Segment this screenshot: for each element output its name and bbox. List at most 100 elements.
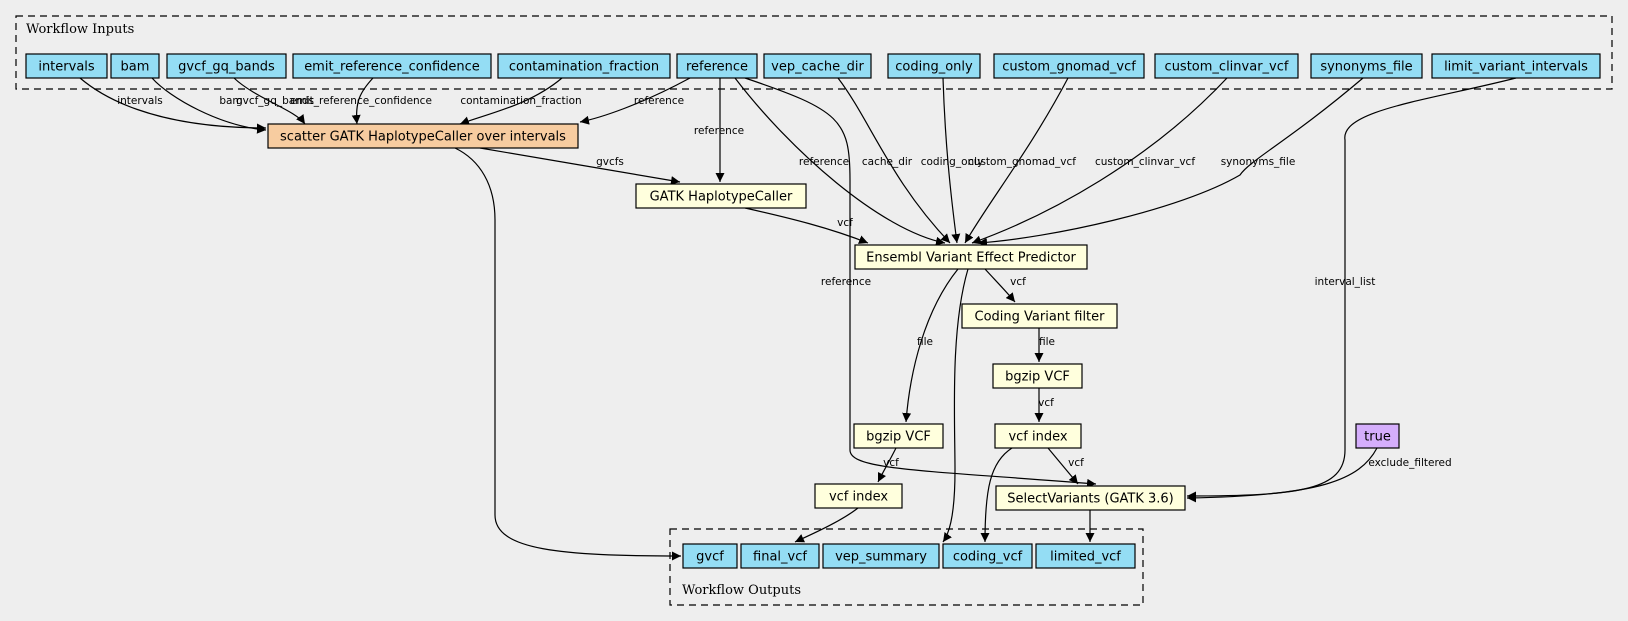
edge-label: vcf (837, 217, 853, 229)
node-box[interactable] (25, 53, 108, 79)
output-node-limited-vcf[interactable]: limited_vcf (1035, 543, 1136, 569)
output-node-coding-vcf[interactable]: coding_vcf (942, 543, 1033, 569)
input-node-reference[interactable]: reference (676, 53, 758, 79)
node-box[interactable] (267, 123, 579, 149)
edge-label: contamination_fraction (460, 95, 581, 107)
node-label: bgzip VCF (866, 430, 931, 445)
edge-line (1047, 447, 1079, 485)
step-node-bgzip-left[interactable]: bgzip VCF (853, 423, 944, 449)
edge-bgzip_right-to-index_right: vcf (1034, 388, 1054, 422)
node-box[interactable] (992, 363, 1083, 389)
input-node-gvcf-gq-bands[interactable]: gvcf_gq_bands (166, 53, 287, 79)
node-box[interactable] (995, 485, 1186, 511)
node-box[interactable] (1035, 543, 1136, 569)
node-box[interactable] (942, 543, 1033, 569)
step-node-index-left[interactable]: vcf index (814, 483, 903, 509)
edge-label: reference (694, 125, 744, 137)
step-node-gatk-hc[interactable]: GATK HaplotypeCaller (635, 183, 807, 209)
edge-label: vcf (883, 457, 899, 469)
node-box[interactable] (1431, 53, 1601, 79)
node-box[interactable] (497, 53, 671, 79)
output-node-vep-summary[interactable]: vep_summary (822, 543, 940, 569)
edge-label: file (1039, 336, 1055, 348)
edge-label: file (917, 336, 933, 348)
node-box[interactable] (676, 53, 758, 79)
step-node-coding-filter[interactable]: Coding Variant filter (961, 303, 1118, 329)
node-box[interactable] (853, 423, 944, 449)
node-box[interactable] (961, 303, 1118, 329)
node-box[interactable] (822, 543, 940, 569)
edge-bgzip_left-to-index_left: vcf (877, 447, 899, 483)
edge-custom_clinvar_vcf-to-vep: custom_clinvar_vcf (971, 77, 1228, 245)
node-box[interactable] (166, 53, 287, 79)
edge-index_right-to-coding_vcf (980, 447, 1013, 543)
step-node-true-const[interactable]: true (1355, 423, 1400, 449)
edge-label: gvcfs (596, 156, 624, 168)
node-label: contamination_fraction (509, 60, 659, 75)
edge-line (459, 77, 563, 126)
input-node-custom-gnomad-vcf[interactable]: custom_gnomad_vcf (993, 53, 1145, 79)
edge-label: emit_reference_confidence (290, 95, 432, 107)
edge-label: custom_clinvar_vcf (1095, 156, 1195, 168)
edge-label: custom_gnomad_vcf (968, 156, 1076, 168)
input-node-emit-reference-confidence[interactable]: emit_reference_confidence (292, 53, 492, 79)
node-label: coding_only (895, 60, 973, 75)
node-box[interactable] (763, 53, 872, 79)
node-box[interactable] (994, 423, 1082, 449)
node-label: vep_cache_dir (771, 60, 864, 75)
edge-reference-to-select_variants: reference (744, 77, 1097, 488)
node-box[interactable] (814, 483, 903, 509)
edge-scatter-to-gvcf (454, 147, 682, 561)
edge-gatk_hc-to-vep: vcf (744, 207, 869, 244)
input-node-bam[interactable]: bam (110, 53, 160, 79)
input-node-contamination-fraction[interactable]: contamination_fraction (497, 53, 671, 79)
input-node-coding-only[interactable]: coding_only (887, 53, 981, 79)
step-node-index-right[interactable]: vcf index (994, 423, 1082, 449)
edge-reference-to-scatter: reference (579, 77, 691, 125)
edge-true_const-to-select_variants: exclude_filtered (1186, 447, 1452, 503)
output-node-gvcf[interactable]: gvcf (682, 543, 738, 569)
node-box[interactable] (1355, 423, 1400, 449)
node-box[interactable] (1154, 53, 1299, 79)
edge-label: coding_only (921, 156, 984, 168)
node-box[interactable] (854, 244, 1088, 270)
edge-intervals-to-scatter: intervals (79, 77, 267, 133)
edge-label: vcf (1068, 457, 1084, 469)
node-label: custom_gnomad_vcf (1002, 60, 1136, 75)
step-node-select-variants[interactable]: SelectVariants (GATK 3.6) (995, 485, 1186, 511)
node-label: bgzip VCF (1005, 370, 1070, 385)
input-node-vep-cache-dir[interactable]: vep_cache_dir (763, 53, 872, 79)
node-box[interactable] (682, 543, 738, 569)
node-box[interactable] (292, 53, 492, 79)
node-box[interactable] (635, 183, 807, 209)
edge-label: vcf (1038, 397, 1054, 409)
edge-line (877, 447, 897, 483)
input-node-custom-clinvar-vcf[interactable]: custom_clinvar_vcf (1154, 53, 1299, 79)
edge-label: gvcf_gq_bands (236, 95, 314, 107)
edge-label: bam (219, 95, 242, 107)
workflow-inputs-title: Workflow Inputs (26, 22, 134, 37)
edge-line (151, 77, 267, 134)
node-box[interactable] (740, 543, 820, 569)
input-node-limit-variant-intervals[interactable]: limit_variant_intervals (1431, 53, 1601, 79)
edge-label: synonyms_file (1221, 156, 1296, 168)
step-node-scatter[interactable]: scatter GATK HaplotypeCaller over interv… (267, 123, 579, 149)
node-label: reference (686, 60, 748, 75)
edge-limit_variant_intervals-to-select_variants: interval_list (1186, 77, 1517, 501)
step-node-vep[interactable]: Ensembl Variant Effect Predictor (854, 244, 1088, 270)
input-node-synonyms-file[interactable]: synonyms_file (1310, 53, 1423, 79)
node-box[interactable] (993, 53, 1145, 79)
node-label: emit_reference_confidence (304, 60, 480, 75)
edge-line (977, 77, 1364, 247)
output-node-final-vcf[interactable]: final_vcf (740, 543, 820, 569)
node-box[interactable] (110, 53, 160, 79)
node-box[interactable] (887, 53, 981, 79)
node-label: synonyms_file (1320, 60, 1412, 75)
node-label: limit_variant_intervals (1444, 60, 1588, 75)
step-node-bgzip-right[interactable]: bgzip VCF (992, 363, 1083, 389)
edge-reference-to-vep: reference (734, 77, 946, 246)
input-node-intervals[interactable]: intervals (25, 53, 108, 79)
node-box[interactable] (1310, 53, 1423, 79)
